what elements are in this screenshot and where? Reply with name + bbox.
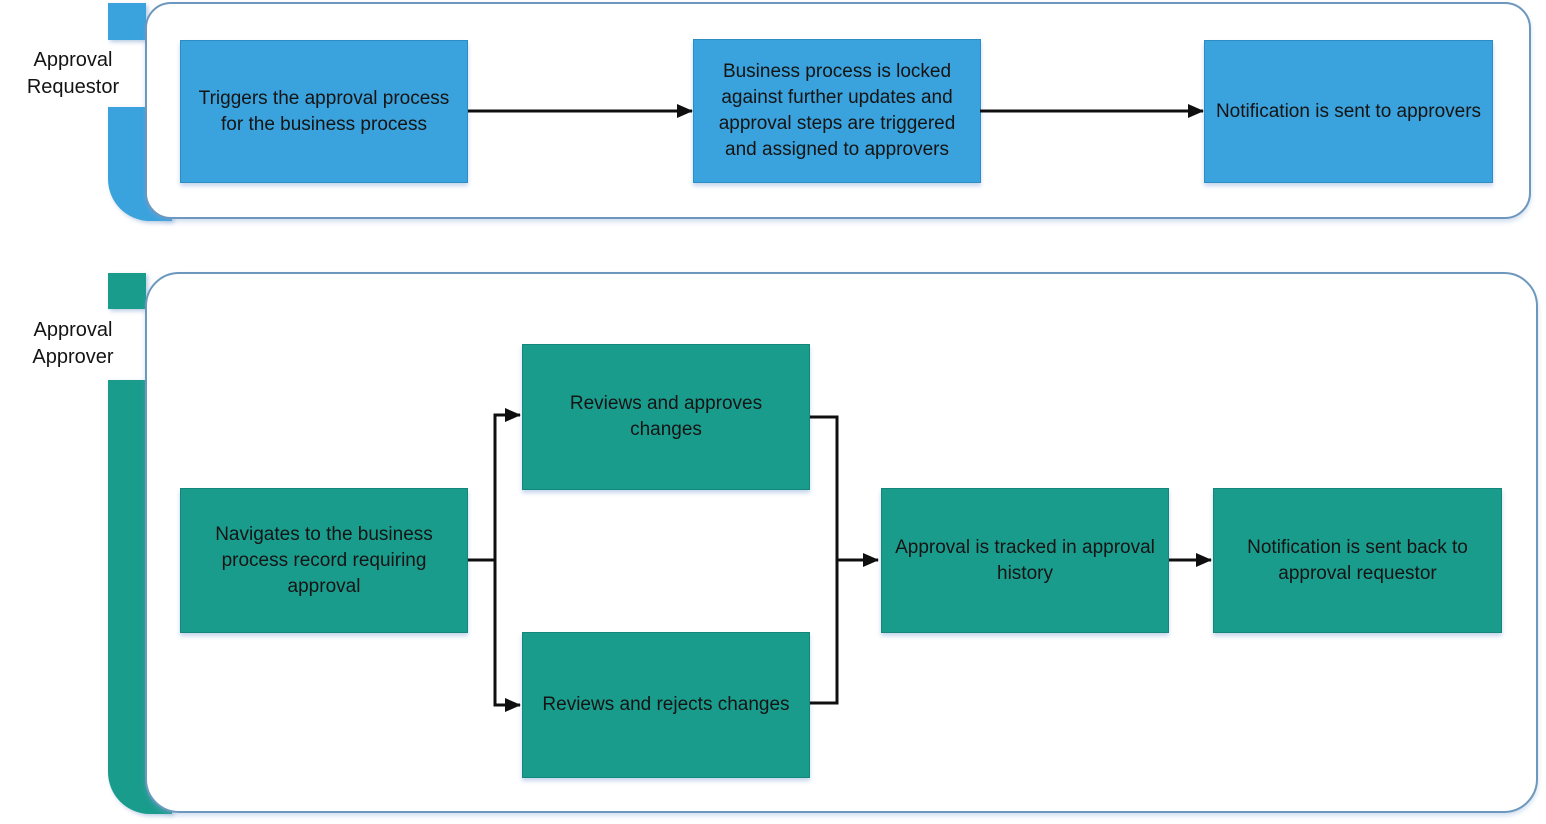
approver-lane-tab xyxy=(108,273,146,309)
lane-label-approval-approver: Approval Approver xyxy=(32,319,114,368)
requestor-lane-tab xyxy=(108,3,146,40)
step-triggers-approval-process: Triggers the approval process for the bu… xyxy=(180,40,468,183)
step-reviews-approves-changes: Reviews and approves changes xyxy=(522,344,810,490)
step-business-process-locked: Business process is locked against furth… xyxy=(693,39,981,183)
step-approval-tracked: Approval is tracked in approval history xyxy=(881,488,1169,633)
step-reviews-rejects-changes: Reviews and rejects changes xyxy=(522,632,810,778)
step-notification-sent-to-approvers: Notification is sent to approvers xyxy=(1204,40,1493,183)
step-notification-sent-back: Notification is sent back to approval re… xyxy=(1213,488,1502,633)
step-navigates-to-record: Navigates to the business process record… xyxy=(180,488,468,633)
lane-label-approval-requestor: Approval Requestor xyxy=(26,49,120,98)
